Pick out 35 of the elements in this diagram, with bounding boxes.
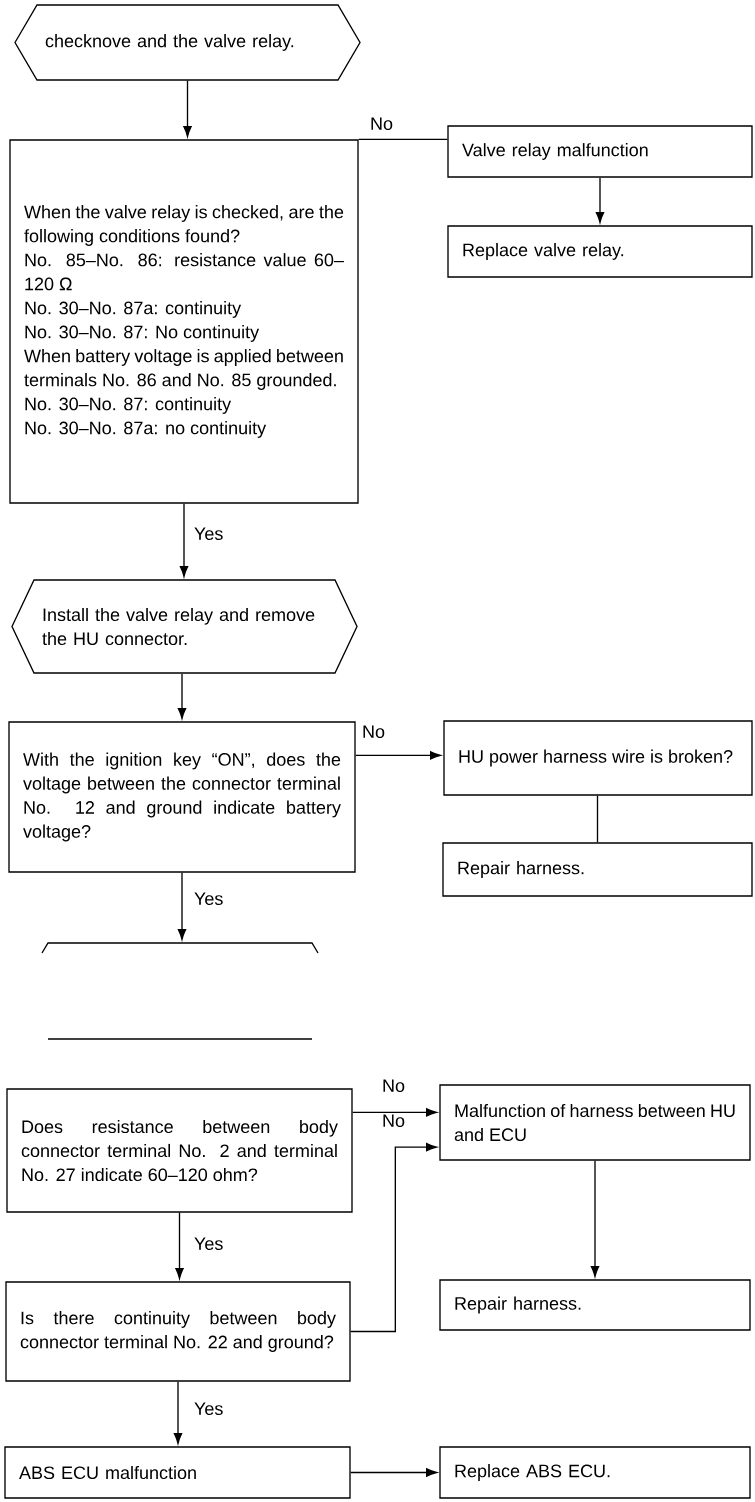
- edge-label: Yes: [192, 526, 225, 542]
- process-box: With the ignition key “ON”, does the voltage between the connector terminal No. 12 and ground indicate battery voltage?: [8, 721, 356, 873]
- arrow: [179, 503, 189, 578]
- arrow: [350, 1142, 438, 1333]
- process-box: Replace ABS ECU.: [439, 1446, 751, 1499]
- arrow: [352, 1108, 438, 1117]
- process-box: Valve relay malfunction: [447, 125, 753, 178]
- preparation-hexagon: [41, 942, 319, 1040]
- arrow: [177, 872, 187, 941]
- edge-label: No: [380, 1113, 407, 1129]
- process-box: Malfunction of harness between HU and ECU: [439, 1084, 751, 1161]
- edge-label: No: [380, 1078, 407, 1094]
- preparation-hexagon: Install the valve relay and remove the HU connector.: [11, 579, 358, 674]
- arrow: [595, 177, 605, 224]
- arrow: [355, 751, 442, 760]
- process-box: Does resistance between body connector terminal No. 2 and terminal No. 27 indicate 60–120 ohm?: [6, 1088, 353, 1213]
- process-box: Is there continuity between body connector terminal No. 22 and ground?: [5, 1281, 351, 1382]
- arrow: [173, 1381, 183, 1445]
- process-box: HU power harness wire is broken?: [443, 720, 753, 796]
- process-box: Repair harness.: [442, 842, 753, 897]
- process-box: ABS ECU malfunction: [4, 1446, 351, 1499]
- edge-label: Yes: [192, 1236, 225, 1252]
- process-box: Repair harness.: [439, 1279, 751, 1331]
- process-box: Replace valve relay.: [447, 225, 753, 278]
- edge-label: Yes: [192, 891, 225, 907]
- edge-label: Yes: [192, 1401, 225, 1417]
- edge-label: No: [360, 724, 387, 740]
- preparation-hexagon: checknove and the valve relay.: [14, 4, 361, 81]
- arrow: [183, 80, 192, 138]
- arrow: [175, 1212, 184, 1280]
- arrow: [590, 1160, 600, 1278]
- arrow: [350, 1468, 438, 1477]
- edge-label: No: [368, 116, 395, 132]
- process-box: When the valve relay is checked, are the following conditions found? No. 85–No. 86: resistance value 60–120 Ω No. 30–No. 87a: continuity No. 30–No. 87: No continuity When battery voltage is applied between terminals No. 86 and No. 85 grounded. No. 30–No. 87: continuity No. 30–No. 87a: no continuity: [9, 139, 359, 504]
- arrow: [177, 673, 187, 720]
